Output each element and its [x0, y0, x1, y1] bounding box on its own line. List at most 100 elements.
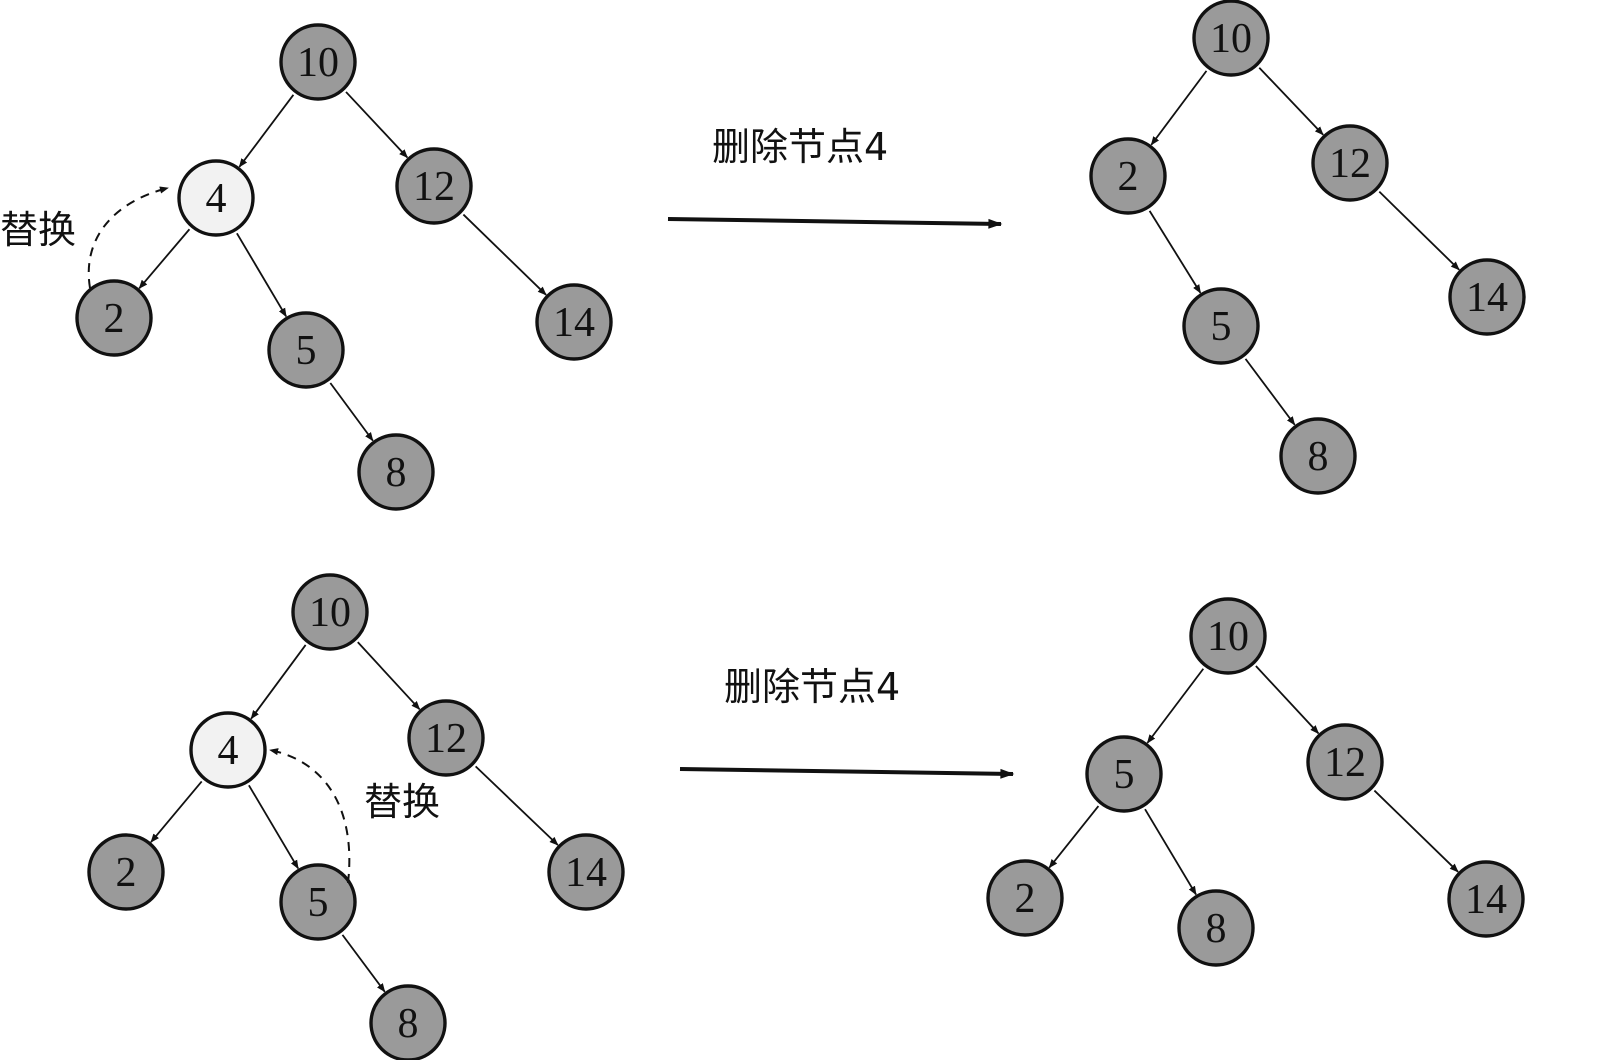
action-bottom: 删除节点4 [679, 665, 1015, 779]
node-circle [986, 859, 1064, 937]
tree-node-12: 12 [395, 147, 473, 225]
tree-edge [474, 765, 559, 846]
tree-edge [1258, 67, 1324, 136]
tree-edge [329, 382, 374, 442]
node-label: 5 [296, 328, 317, 374]
tree-node-4: 4 [189, 711, 267, 789]
node-circle [1189, 597, 1267, 675]
node-circle [1182, 287, 1260, 365]
node-label: 5 [1211, 304, 1232, 350]
tree-edge [462, 213, 547, 296]
replace-arrow [87, 186, 169, 289]
tree-node-2: 2 [1089, 137, 1167, 215]
node-circle [1177, 889, 1255, 967]
node-circle [547, 833, 625, 911]
node-label: 14 [1466, 275, 1508, 321]
tree-node-14: 14 [1447, 860, 1525, 938]
tree-node-4: 4 [177, 159, 255, 237]
node-circle [369, 984, 447, 1060]
tree-before-bottom: 10 4 12 2 5 14 8 [87, 573, 625, 1060]
tree-edge [1144, 808, 1197, 896]
node-circle [1306, 723, 1384, 801]
node-label: 10 [309, 590, 351, 636]
node-label: 2 [1015, 876, 1036, 922]
action-label: 删除节点4 [712, 125, 888, 169]
tree-node-12: 12 [1306, 723, 1384, 801]
replace-label: 替换 [364, 780, 440, 824]
tree-node-8: 8 [357, 433, 435, 511]
node-label: 2 [116, 850, 137, 896]
action-label: 删除节点4 [724, 665, 900, 709]
tree-node-5: 5 [267, 311, 345, 389]
tree-edge [357, 641, 421, 710]
tree-node-5: 5 [1182, 287, 1260, 365]
node-label: 4 [218, 728, 239, 774]
node-label: 12 [1324, 740, 1366, 786]
tree-node-10: 10 [1189, 597, 1267, 675]
tree-node-8: 8 [1177, 889, 1255, 967]
tree-edge [1378, 191, 1460, 271]
node-circle [1192, 0, 1270, 77]
node-label: 5 [1114, 752, 1135, 798]
node-circle [1311, 124, 1389, 202]
replace-annotation-bottom: 替换 [269, 748, 440, 884]
node-circle [1447, 860, 1525, 938]
node-circle [357, 433, 435, 511]
node-label: 10 [297, 40, 339, 86]
tree-edge [1244, 358, 1296, 426]
tree-node-12: 12 [407, 699, 485, 777]
node-circle [279, 23, 357, 101]
tree-edge [341, 934, 386, 993]
node-circle [395, 147, 473, 225]
tree-node-12: 12 [1311, 124, 1389, 202]
tree-edge [1148, 210, 1202, 294]
action-top: 删除节点4 [667, 125, 1003, 229]
panel-bottom: 10 4 12 2 5 14 8 替换 删除节点4 10 5 12 2 8 14 [87, 573, 1525, 1060]
tree-edge [1373, 789, 1459, 873]
tree-node-5: 5 [1085, 735, 1163, 813]
node-label: 12 [1329, 141, 1371, 187]
tree-node-14: 14 [547, 833, 625, 911]
node-label: 14 [565, 850, 607, 896]
node-label: 8 [1206, 906, 1227, 952]
tree-edge [236, 232, 287, 318]
tree-node-10: 10 [279, 23, 357, 101]
tree-node-14: 14 [535, 283, 613, 361]
node-label: 12 [413, 164, 455, 210]
node-label: 14 [1465, 877, 1507, 923]
tree-node-8: 8 [369, 984, 447, 1060]
node-circle [407, 699, 485, 777]
node-circle [177, 159, 255, 237]
tree-before-top: 10 4 12 2 5 14 8 [75, 23, 613, 511]
node-label: 12 [425, 716, 467, 762]
tree-after-top: 10 2 12 5 14 8 [1089, 0, 1526, 495]
node-label: 2 [104, 296, 125, 342]
node-circle [75, 279, 153, 357]
node-label: 5 [308, 880, 329, 926]
tree-node-5: 5 [279, 863, 357, 941]
transition-arrow [667, 217, 1003, 229]
node-label: 4 [206, 176, 227, 222]
node-circle [189, 711, 267, 789]
replace-label: 替换 [0, 208, 76, 252]
tree-edge [1048, 805, 1100, 869]
node-label: 8 [398, 1001, 419, 1047]
tree-node-2: 2 [75, 279, 153, 357]
node-circle [1279, 417, 1357, 495]
tree-node-10: 10 [291, 573, 369, 651]
node-circle [267, 311, 345, 389]
node-circle [1448, 258, 1526, 336]
node-circle [535, 283, 613, 361]
tree-edge [1150, 70, 1208, 146]
tree-edge [238, 94, 295, 168]
node-circle [87, 833, 165, 911]
node-label: 10 [1207, 614, 1249, 660]
node-label: 8 [386, 450, 407, 496]
replace-annotation-top: 替换 [0, 186, 169, 289]
node-label: 8 [1308, 434, 1329, 480]
panel-top: 10 4 12 2 5 14 8 替换 删除节点4 10 2 12 5 14 8 [0, 0, 1526, 511]
node-label: 2 [1118, 154, 1139, 200]
transition-arrow [679, 767, 1015, 779]
tree-node-10: 10 [1192, 0, 1270, 77]
